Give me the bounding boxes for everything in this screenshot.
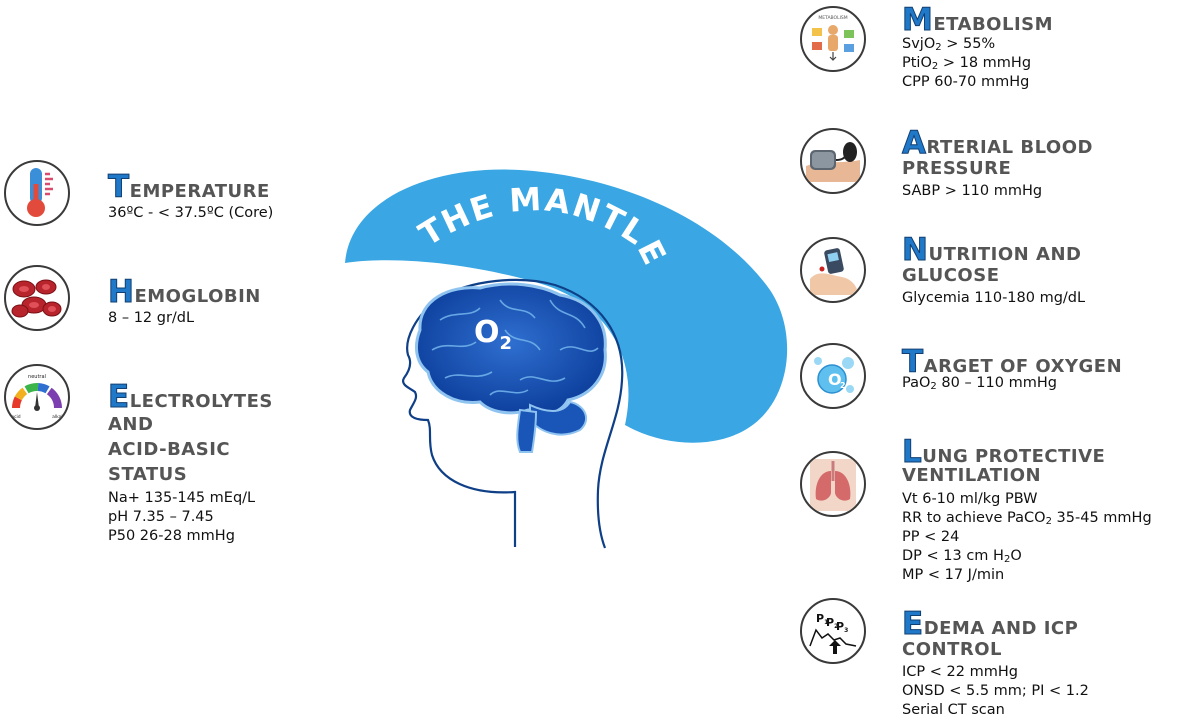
- lungs-icon: [800, 451, 866, 517]
- nutrition-title-2: GLUCOSE: [902, 265, 1000, 286]
- value-line: 8 – 12 gr/dL: [108, 310, 195, 326]
- electrolytes-values: Na+ 135-145 mEq/L pH 7.35 – 7.45 P50 26-…: [108, 489, 255, 546]
- svg-text:P3: P3: [836, 620, 848, 634]
- value-line: SvjO2 > 55%: [902, 36, 996, 53]
- metabolism-title: METABOLISM: [901, 2, 1054, 38]
- head-outline: [402, 278, 624, 549]
- svg-text:O: O: [828, 370, 842, 389]
- value-line: Vt 6-10 ml/kg PBW: [902, 491, 1038, 507]
- electrolytes-title-2: AND: [108, 414, 154, 435]
- svg-text:METABOLISM: METABOLISM: [818, 15, 847, 21]
- nutrition-values: Glycemia 110-180 mg/dL: [902, 289, 1085, 308]
- value-line: Glycemia 110-180 mg/dL: [902, 290, 1086, 306]
- svg-text:2: 2: [840, 381, 846, 390]
- value-line: MP < 17 J/min: [902, 567, 1005, 583]
- o2-label: O2: [474, 315, 512, 354]
- target-oxygen-values: PaO2 80 – 110 mmHg: [902, 374, 1057, 393]
- svg-text:acid: acid: [11, 414, 20, 420]
- value-line: PtiO2 > 18 mmHg: [902, 55, 1032, 72]
- svg-text:alkali: alkali: [52, 414, 64, 420]
- edema-icp-title: EDEMA AND ICP: [902, 606, 1079, 642]
- arterial-pressure-title: ARTERIAL BLOOD: [902, 125, 1093, 161]
- hemoglobin-values: 8 – 12 gr/dL: [108, 309, 194, 328]
- metabolism-values: SvjO2 > 55% PtiO2 > 18 mmHg CPP 60-70 mm…: [902, 35, 1031, 92]
- arterial-pressure-title-2: PRESSURE: [902, 158, 1012, 179]
- ph-gauge-icon: neutral acid alkali: [4, 364, 70, 430]
- mantle-shape: [345, 169, 788, 443]
- svg-text:P2: P2: [826, 616, 838, 630]
- electrolytes-title-3: ACID-BASIC: [108, 439, 231, 460]
- blood-pressure-cuff-icon: [800, 128, 866, 194]
- value-line: P50 26-28 mmHg: [108, 528, 235, 544]
- value-line: Na+ 135-145 mEq/L: [108, 490, 256, 506]
- brain: [414, 282, 607, 453]
- metabolism-icon: METABOLISM: [800, 6, 866, 72]
- electrolytes-title-4: STATUS: [108, 464, 188, 485]
- target-oxygen-title: TARGET OF OXYGEN: [902, 344, 1123, 380]
- svg-text:neutral: neutral: [28, 374, 46, 380]
- temperature-title: TEMPERATURE: [108, 169, 270, 205]
- value-line: DP < 13 cm H2O: [902, 548, 1022, 565]
- value-line: CPP 60-70 mmHg: [902, 74, 1030, 90]
- value-line: 36ºC - < 37.5ºC (Core): [108, 205, 274, 221]
- lung-ventilation-title-2: VENTILATION: [902, 465, 1042, 486]
- icp-waveform-icon: P1 P2 P3: [800, 598, 866, 664]
- value-line: SABP > 110 mmHg: [902, 183, 1043, 199]
- arterial-pressure-values: SABP > 110 mmHg: [902, 182, 1042, 201]
- edema-icp-values: ICP < 22 mmHg ONSD < 5.5 mm; PI < 1.2 Se…: [902, 663, 1089, 720]
- electrolytes-title: ELECTROLYTES: [108, 379, 273, 415]
- value-line: ONSD < 5.5 mm; PI < 1.2: [902, 683, 1089, 699]
- lung-ventilation-title: LUNG PROTECTIVE: [901, 434, 1106, 470]
- edema-icp-title-2: CONTROL: [902, 639, 1002, 660]
- glucometer-icon: [800, 237, 866, 303]
- value-line: PP < 24: [902, 529, 960, 545]
- svg-text:P1: P1: [816, 612, 828, 626]
- hemoglobin-title: HEMOGLOBIN: [107, 274, 261, 310]
- lung-ventilation-values: Vt 6-10 ml/kg PBW RR to achieve PaCO2 35…: [902, 490, 1152, 585]
- red-blood-cells-icon: [4, 265, 70, 331]
- value-line: Serial CT scan: [902, 702, 1005, 718]
- value-line: PaO2 80 – 110 mmHg: [902, 375, 1057, 392]
- thermometer-icon: [4, 160, 70, 226]
- oxygen-bubble-icon: O 2: [800, 343, 866, 409]
- nutrition-title: NUTRITION AND: [901, 232, 1082, 268]
- temperature-values: 36ºC - < 37.5ºC (Core): [108, 204, 273, 223]
- value-line: ICP < 22 mmHg: [902, 664, 1018, 680]
- value-line: RR to achieve PaCO2 35-45 mmHg: [902, 510, 1152, 527]
- value-line: pH 7.35 – 7.45: [108, 509, 214, 525]
